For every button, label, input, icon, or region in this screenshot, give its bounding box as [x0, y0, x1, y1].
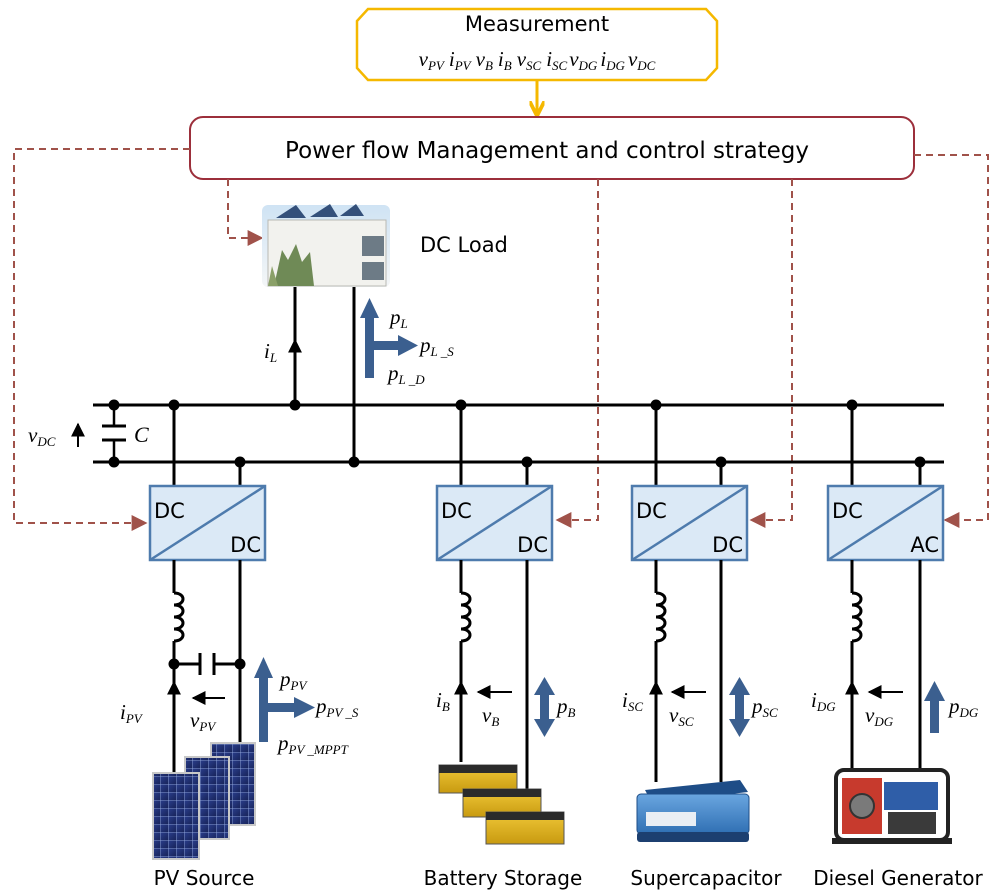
converter-diesel: DC AC	[826, 484, 945, 562]
pv-source-label: PV Source	[154, 866, 255, 890]
converter-input-label: DC	[154, 499, 185, 523]
load-current-label: iL	[264, 339, 277, 365]
junction-dot	[168, 658, 180, 670]
pv-power-s-label: pPV _S	[314, 694, 359, 720]
pv-power-arrow	[254, 657, 315, 742]
signal-symbol: v	[569, 47, 579, 71]
inductor-battery	[460, 591, 472, 643]
control-line-battery	[555, 179, 599, 528]
diesel-voltage-label: vDG	[865, 703, 894, 729]
signal-subscript: B	[504, 58, 512, 73]
load-power-s-label: pL _S	[418, 333, 454, 359]
capacitor-label: C	[134, 422, 149, 447]
signal-subscript: SC	[526, 58, 542, 73]
diesel-current-label: iDG	[811, 688, 836, 714]
control-line-diesel	[914, 154, 989, 528]
signal-symbol: i	[546, 47, 552, 71]
converter-pv: DC DC	[148, 484, 267, 562]
signal-symbol: i	[600, 47, 606, 71]
converter-battery: DC DC	[435, 484, 554, 562]
converter-output-label: DC	[230, 533, 261, 557]
converter-supercap: DC DC	[630, 484, 749, 562]
battery-storage-label: Battery Storage	[424, 866, 583, 890]
signal-subscript: DG	[578, 58, 598, 73]
supercap-power-label: pSC	[750, 694, 778, 720]
control-line-pv	[13, 148, 190, 531]
supercap-voltage-label: vSC	[669, 703, 694, 729]
diesel-generator-image	[832, 768, 952, 844]
junction-dot	[234, 658, 246, 670]
signal-subscript: SC	[552, 58, 568, 73]
pv-input-capacitor	[174, 653, 240, 675]
converter-output-label: DC	[517, 533, 548, 557]
signal-subscript: DG	[605, 58, 625, 73]
load-power-arrow	[360, 298, 418, 378]
control-line-supercap	[749, 179, 793, 528]
inductor-pv	[173, 591, 185, 643]
signal-symbol: i	[449, 47, 455, 71]
bus-junctions	[108, 399, 926, 468]
converter-input-label: DC	[636, 499, 667, 523]
diesel-power-label: pDG	[947, 694, 979, 720]
battery-image	[438, 764, 565, 845]
dc-load-image	[262, 204, 390, 287]
signal-subscript: PV	[454, 58, 473, 73]
battery-power-arrow	[534, 677, 555, 737]
battery-power-label: pB	[555, 694, 576, 720]
control-signal-lines	[13, 148, 989, 531]
battery-voltage-label: vB	[482, 703, 499, 729]
signal-subscript: DC	[636, 58, 655, 73]
diesel-power-arrow	[924, 681, 945, 733]
signal-subscript: B	[485, 58, 493, 73]
inductor-diesel	[851, 591, 863, 643]
pv-power-label: pPV	[278, 667, 308, 693]
load-power-d-label: pL _D	[386, 361, 425, 387]
dc-bus	[93, 403, 944, 464]
load-power-label: pL	[388, 305, 408, 331]
battery-current-label: iB	[436, 688, 450, 714]
source-voltage-arrows	[191, 685, 903, 705]
converter-output-label: DC	[712, 533, 743, 557]
controller-label: Power flow Management and control strate…	[285, 138, 809, 164]
dc-load-wires	[293, 287, 356, 462]
vdc-label: vDC	[28, 423, 56, 449]
diesel-generator-label: Diesel Generator	[813, 866, 983, 890]
signal-symbol: v	[517, 47, 527, 71]
signal-subscript: PV	[427, 58, 446, 73]
signal-symbol: v	[628, 47, 638, 71]
pv-voltage-label: vPV	[190, 708, 217, 734]
converter-bus-wires	[172, 405, 922, 486]
inductor-supercap	[655, 591, 667, 643]
converter-input-label: DC	[832, 499, 863, 523]
measurement-title: Measurement	[465, 12, 609, 36]
supercapacitor-image	[636, 780, 750, 842]
pv-power-mppt-label: pPV _MPPT	[276, 731, 349, 757]
dc-load-label: DC Load	[420, 233, 508, 257]
signal-symbol: v	[476, 47, 486, 71]
signal-symbol: v	[419, 47, 429, 71]
signal-symbol: i	[498, 47, 504, 71]
supercapacitor-label: Supercapacitor	[630, 866, 782, 890]
supercap-current-label: iSC	[622, 688, 643, 714]
converter-output-label: AC	[910, 533, 939, 557]
pv-current-label: iPV	[120, 700, 144, 726]
supercap-power-arrow	[729, 677, 750, 737]
source-wires	[172, 560, 922, 790]
source-current-arrows	[167, 680, 859, 712]
controller-box: Power flow Management and control strate…	[189, 116, 915, 180]
control-line-load	[227, 179, 264, 246]
dc-capacitor	[102, 405, 126, 462]
converter-input-label: DC	[441, 499, 472, 523]
pv-panels-image	[152, 742, 256, 860]
